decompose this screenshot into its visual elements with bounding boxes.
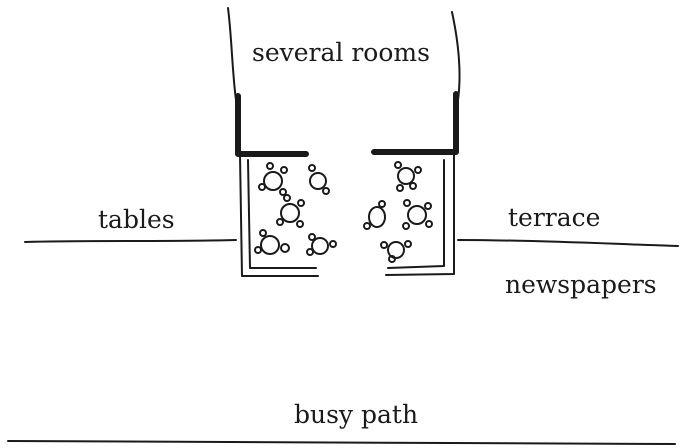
table-9	[380, 240, 412, 263]
table-1	[258, 162, 288, 196]
table-group-right	[363, 161, 433, 263]
table-3	[276, 194, 305, 228]
label-several-rooms: several rooms	[252, 38, 430, 67]
right-wall-thick	[371, 91, 459, 155]
table-7	[363, 200, 386, 230]
terrace-edge-right	[457, 239, 679, 247]
right-alcove-outer	[385, 154, 455, 276]
table-2	[308, 164, 330, 195]
label-terrace: terrace	[508, 203, 601, 232]
table-5	[306, 233, 337, 256]
table-8	[402, 199, 433, 230]
table-6	[394, 161, 422, 192]
right-alcove-inner	[387, 159, 445, 269]
label-newspapers: newspapers	[505, 270, 657, 299]
left-alcove-outer	[239, 154, 319, 277]
left-alcove-inner	[247, 159, 317, 269]
busy-path-line	[7, 440, 676, 445]
table-4	[254, 229, 290, 255]
label-tables: tables	[98, 205, 175, 234]
table-group-left	[254, 162, 337, 256]
terrace-edge-left	[24, 239, 237, 243]
left-wall-thick	[235, 93, 309, 157]
label-busy-path: busy path	[294, 400, 419, 429]
